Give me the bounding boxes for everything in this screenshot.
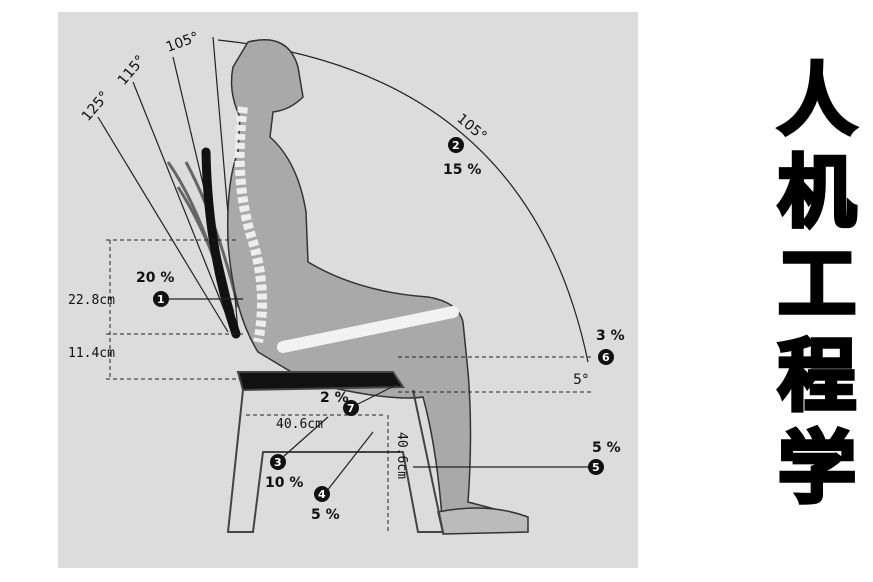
svg-text:1: 1 <box>157 293 165 306</box>
human-figure <box>226 39 529 535</box>
svg-text:6: 6 <box>602 351 610 364</box>
svg-text:20 %: 20 % <box>136 270 174 286</box>
angle-arc <box>217 39 589 363</box>
marker-3: 3 10 % <box>265 454 303 491</box>
angle-115: 115° <box>115 52 149 88</box>
leader-lines <box>168 298 588 493</box>
svg-text:5 %: 5 % <box>311 507 340 523</box>
dim-seat-depth: 40.6cm <box>276 417 323 432</box>
marker-4: 4 5 % <box>311 486 340 523</box>
marker-6: 3 % 6 <box>596 328 625 365</box>
svg-text:4: 4 <box>318 488 326 501</box>
marker-1: 20 % 1 <box>136 270 174 307</box>
dim-back-height: 22.8cm <box>68 293 115 308</box>
chair <box>226 371 445 533</box>
svg-text:2 %: 2 % <box>320 390 349 406</box>
title-vertical: 人 机 工 程 学 <box>772 54 862 516</box>
svg-text:5 %: 5 % <box>592 440 621 456</box>
svg-text:5: 5 <box>592 461 600 474</box>
marker-2: 2 15 % <box>443 137 481 178</box>
svg-text:3: 3 <box>274 456 282 469</box>
dim-lumbar-height: 11.4cm <box>68 346 115 361</box>
svg-text:2: 2 <box>452 139 460 152</box>
dim-seat-height: 40.6cm <box>394 432 409 479</box>
marker-5: 5 % 5 <box>588 440 621 475</box>
svg-text:3 %: 3 % <box>596 328 625 344</box>
svg-text:7: 7 <box>347 402 355 415</box>
title-char-4: 程 <box>776 330 858 424</box>
svg-text:15 %: 15 % <box>443 162 481 178</box>
diagram-svg: 125° 115° 105° 105° 5° 22.8cm 11.4cm 40.… <box>68 29 625 535</box>
title-char-2: 机 <box>776 146 858 240</box>
backrest-pad <box>201 147 241 339</box>
svg-text:10 %: 10 % <box>265 475 303 491</box>
angle-125: 125° <box>79 88 113 124</box>
dimension-guides <box>106 239 593 532</box>
marker-7: 2 % 7 <box>320 390 359 416</box>
angle-105-top: 105° <box>164 29 201 56</box>
title-char-1: 人 <box>776 54 858 148</box>
title-char-5: 学 <box>776 422 858 516</box>
title-char-3: 工 <box>776 238 858 332</box>
angle-5: 5° <box>573 372 589 388</box>
ergonomic-diagram: 125° 115° 105° 105° 5° 22.8cm 11.4cm 40.… <box>58 12 638 568</box>
